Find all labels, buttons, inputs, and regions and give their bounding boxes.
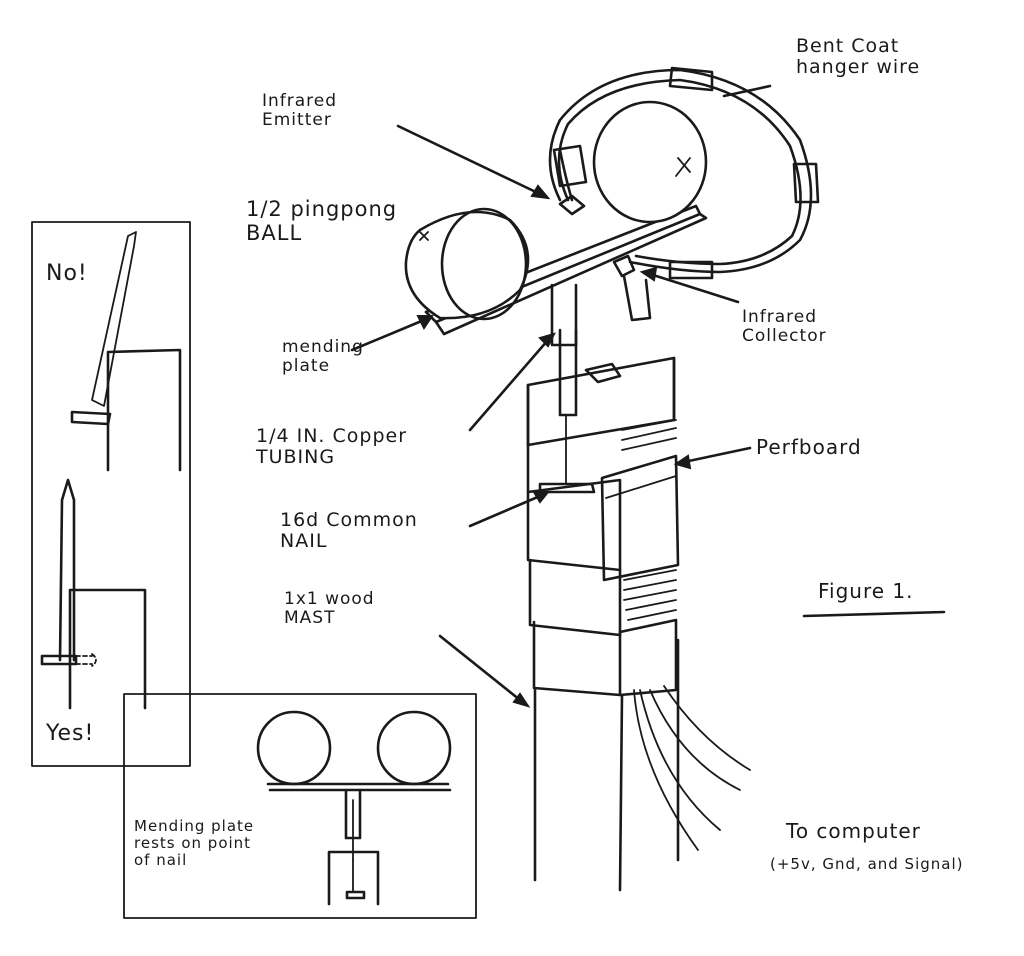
label-infrared-emitter: Infrared Emitter — [262, 91, 338, 131]
label-signal-lines: (+5v, Gnd, and Signal) — [770, 855, 964, 873]
label-figure-number: Figure 1. — [818, 579, 914, 603]
label-perfboard: Perfboard — [756, 435, 862, 459]
yes-example-sketch — [40, 478, 147, 710]
label-inset-no: No! — [46, 261, 88, 286]
label-pingpong-ball: 1/2 pingpong BALL — [246, 197, 398, 245]
label-common-nail: 16d Common NAIL — [280, 509, 418, 553]
inset-panel-nail-placement — [31, 221, 191, 767]
label-coat-hanger-wire: Bent Coat hanger wire — [796, 35, 921, 79]
leader-arrows — [350, 84, 946, 708]
mending-plate-assembly — [404, 100, 708, 336]
label-inset-caption: Mending plate rests on point of nail — [134, 817, 255, 869]
inset-panel-front-view — [123, 693, 477, 919]
label-wood-mast: 1x1 wood MAST — [284, 589, 375, 629]
label-copper-tubing: 1/4 IN. Copper TUBING — [256, 425, 408, 469]
wood-mast — [526, 283, 751, 892]
label-inset-yes: Yes! — [46, 721, 95, 746]
coat-hanger-loop — [548, 66, 820, 280]
label-infrared-collector: Infrared Collector — [742, 307, 827, 347]
label-mending-plate: mending plate — [282, 337, 364, 377]
label-to-computer: To computer — [786, 819, 921, 843]
no-example-sketch — [70, 231, 182, 472]
